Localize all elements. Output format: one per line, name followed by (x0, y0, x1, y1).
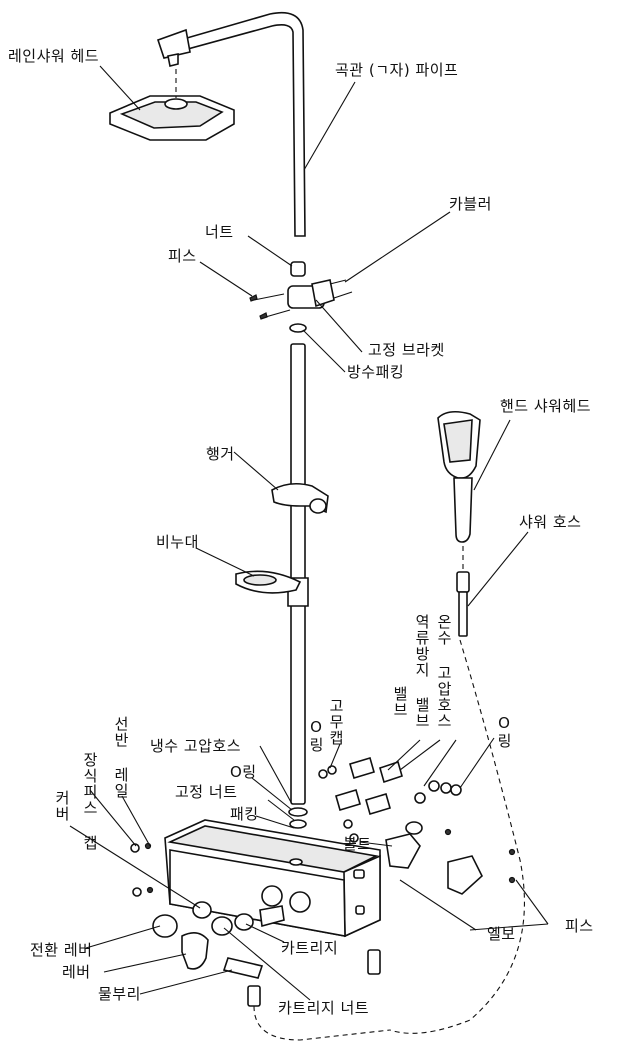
label-coupler: 카블러 (449, 195, 492, 213)
label-hot-water-hose: 온수 고압호스 (435, 614, 453, 729)
label-holder: 행거 (206, 445, 235, 463)
label-spout: 물부리 (98, 985, 141, 1003)
label-diverter-lever: 전환 레버 (30, 941, 93, 959)
hand-shower-drawing (389, 410, 525, 1034)
bracket-assembly-drawing (249, 261, 353, 333)
label-nut: 너트 (205, 223, 234, 241)
elbow-pipe-drawing (156, 11, 306, 237)
label-o-ring-cap: O링 (307, 718, 325, 753)
label-elbow-pipe: 곡관 (ㄱ자) 파이프 (335, 61, 459, 79)
label-screw-top: 피스 (168, 247, 197, 265)
label-cold-water-hose: 냉수 고압호스 (150, 737, 242, 755)
label-soap-dish: 비누대 (156, 533, 199, 551)
label-shelf-rail: 선반 레일 (112, 716, 130, 799)
label-bolt: 볼트 (343, 835, 372, 853)
slide-bar-drawing (235, 343, 329, 829)
label-o-ring-right: O링 (495, 714, 513, 749)
label-screw-bottom: 피스 (565, 917, 594, 935)
label-cartridge-nut: 카트리지 너트 (278, 999, 370, 1017)
label-hand-shower-head: 핸드 샤워헤드 (500, 397, 592, 415)
label-o-ring-center: O링 (230, 763, 257, 781)
rain-shower-head-drawing (109, 60, 235, 141)
label-elbow: 엘보 (487, 925, 516, 943)
label-decor-screw-cap: 장식피스 캡 (81, 752, 99, 851)
label-rubber-cap: 고무캡 (327, 698, 345, 746)
lever-parts-drawing (130, 842, 391, 1041)
mixer-body-drawing (164, 819, 381, 938)
label-packing: 패킹 (230, 805, 259, 823)
label-check-valve: 역류방지 밸브 (413, 614, 431, 729)
label-fixing-bracket: 고정 브라켓 (368, 341, 445, 359)
label-shower-hose: 샤워 호스 (519, 513, 582, 531)
label-rain-shower-head: 레인샤워 헤드 (8, 47, 100, 65)
label-cartridge: 카트리지 (281, 939, 339, 957)
label-lever: 레버 (62, 963, 91, 981)
label-waterproof-packing: 방수패킹 (347, 363, 405, 381)
leader-lines (69, 65, 549, 1001)
hose-fittings-drawing (318, 757, 516, 895)
label-valve: 밸브 (391, 686, 409, 718)
label-cover: 커버 (53, 790, 71, 822)
label-fixing-nut: 고정 너트 (175, 783, 238, 801)
